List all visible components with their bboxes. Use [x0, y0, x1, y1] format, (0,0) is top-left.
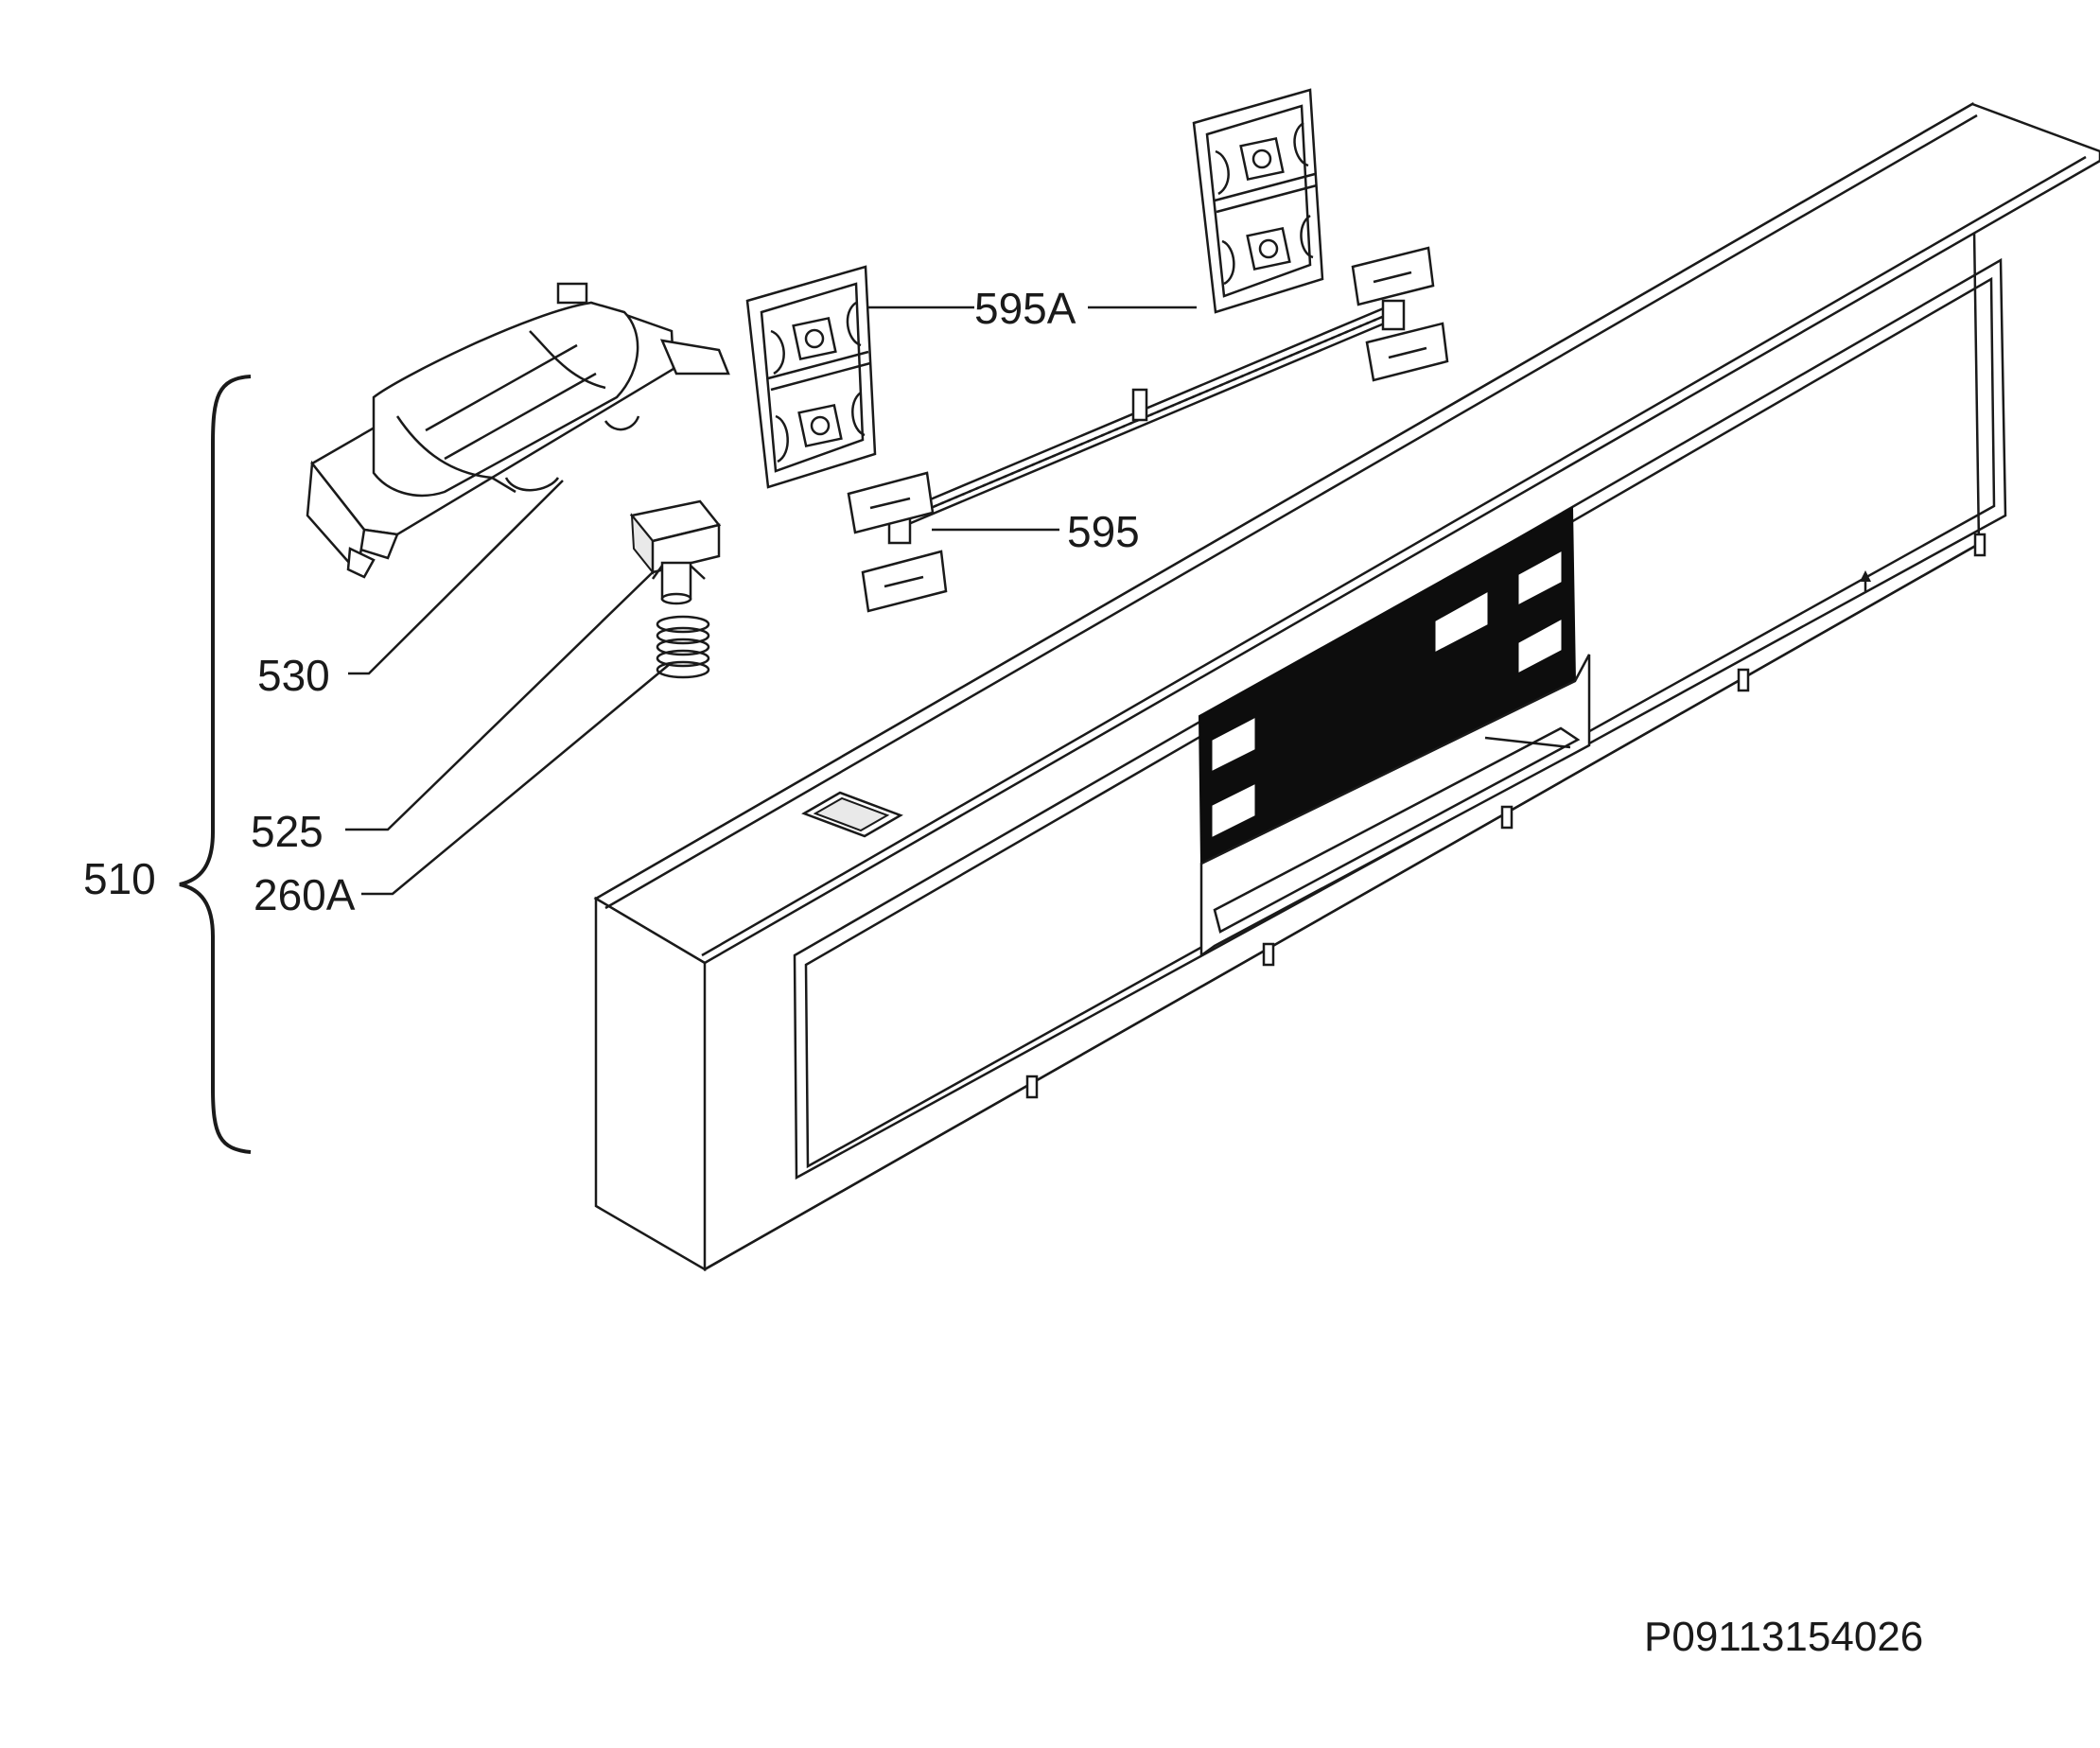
- display-bezel-step: [1199, 654, 1591, 958]
- front-recess-frame: [793, 257, 2007, 1180]
- mounting-pegs: [1025, 533, 1986, 1099]
- drawing-code: P09113154026: [1644, 1614, 1923, 1660]
- part-595-button-rail: [847, 246, 1449, 613]
- part-260A-spring: [656, 615, 710, 679]
- leader-260A: [361, 663, 671, 896]
- callout-510: 510: [83, 854, 156, 903]
- group-brace: [179, 375, 252, 1154]
- leader-lines: [345, 306, 1197, 896]
- callout-530: 530: [257, 651, 330, 700]
- callout-595A: 595A: [974, 284, 1076, 333]
- part-595A-switch-board-left: [745, 265, 877, 489]
- callout-525: 525: [251, 807, 324, 856]
- part-530-housing: [306, 282, 730, 579]
- part-525-button: [629, 499, 722, 605]
- callout-260A: 260A: [254, 870, 356, 919]
- leader-530: [348, 480, 564, 675]
- control-panel-end-face: [594, 896, 707, 1272]
- control-panel-assembly: [593, 101, 2100, 1272]
- part-595A-switch-board-right: [1192, 88, 1324, 314]
- leader-525: [345, 571, 654, 831]
- callout-595: 595: [1067, 507, 1140, 556]
